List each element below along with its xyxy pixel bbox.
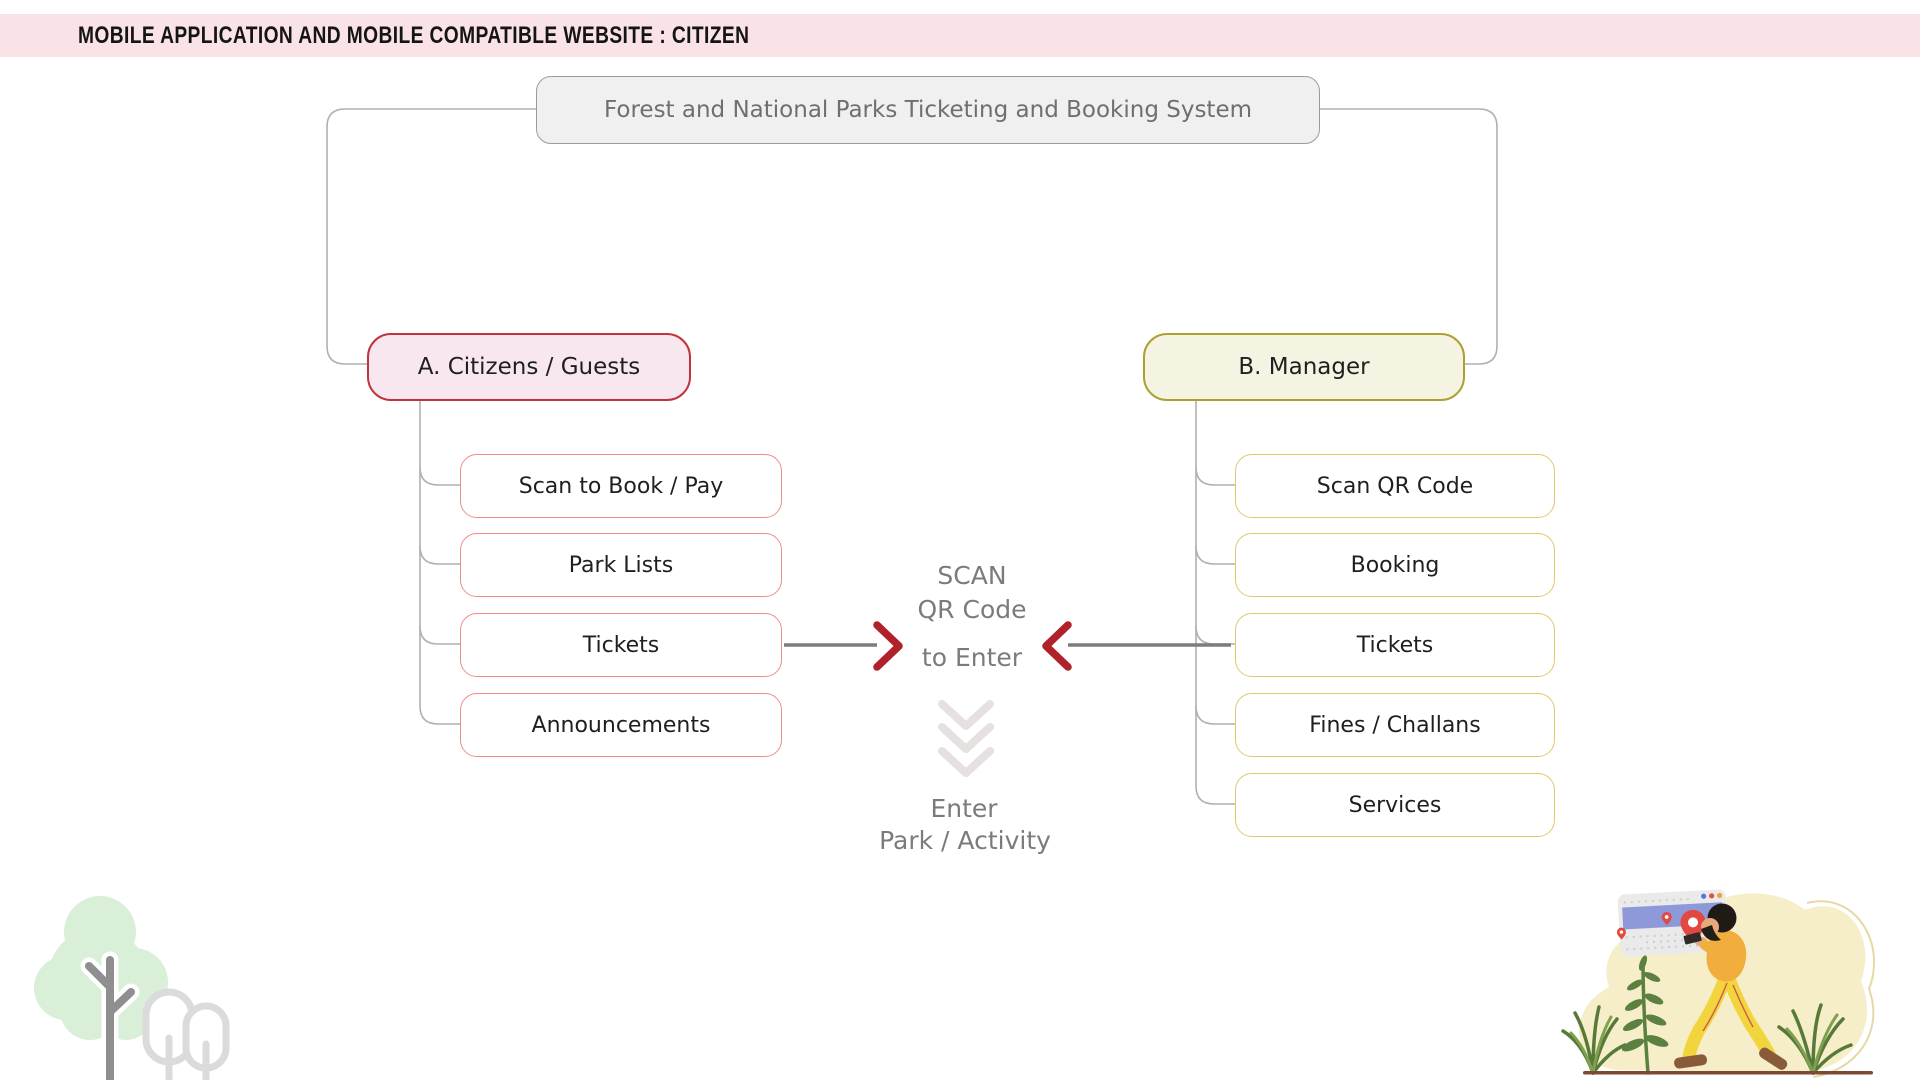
enter-label-line2: Park / Activity: [879, 826, 1051, 855]
tree-connectors: [326, 108, 1498, 805]
plants-icon: [1561, 955, 1853, 1075]
root-node-title: Forest and National Parks Ticketing and …: [536, 76, 1320, 144]
left-arrowhead-icon: [1042, 621, 1072, 671]
right-arrowhead-icon: [873, 621, 903, 671]
branch-manager: B. Manager: [1143, 333, 1465, 401]
walking-person-illustration: [1561, 889, 1875, 1078]
phone-icon: [1683, 932, 1702, 945]
scan-label-line3: to Enter: [921, 643, 1023, 672]
map-pin-left-icon: [1616, 927, 1626, 940]
scan-label-line2: QR Code: [917, 595, 1027, 624]
outline-trees-icon: [142, 988, 230, 1080]
citizens-item-park-lists: Park Lists: [460, 533, 782, 597]
page-title: MOBILE APPLICATION AND MOBILE COMPATIBLE…: [78, 21, 750, 49]
ground-line: [1583, 1071, 1873, 1075]
trees-illustration: [34, 896, 230, 1080]
manager-item-booking: Booking: [1235, 533, 1555, 597]
header-bar: MOBILE APPLICATION AND MOBILE COMPATIBLE…: [0, 14, 1920, 57]
citizens-item-scan-to-book-pay: Scan to Book / Pay: [460, 454, 782, 518]
manager-item-services: Services: [1235, 773, 1555, 837]
citizens-item-tickets: Tickets: [460, 613, 782, 677]
branch-citizens-guests: A. Citizens / Guests: [367, 333, 691, 401]
enter-label-line1: Enter: [930, 794, 998, 823]
window-dot-red: [1709, 893, 1715, 899]
window-dot-blue: [1701, 893, 1707, 899]
manager-item-scan-qr-code: Scan QR Code: [1235, 454, 1555, 518]
down-chevrons-icon: [938, 700, 994, 777]
manager-item-tickets: Tickets: [1235, 613, 1555, 677]
person-icon: [1674, 903, 1788, 1070]
window-dot-orange: [1717, 892, 1723, 899]
citizens-item-announcements: Announcements: [460, 693, 782, 757]
manager-item-fines-challans: Fines / Challans: [1235, 693, 1555, 757]
blob-outline: [1806, 900, 1875, 1078]
scan-label-line1: SCAN: [937, 561, 1007, 590]
map-pin-small-icon: [1661, 912, 1672, 926]
